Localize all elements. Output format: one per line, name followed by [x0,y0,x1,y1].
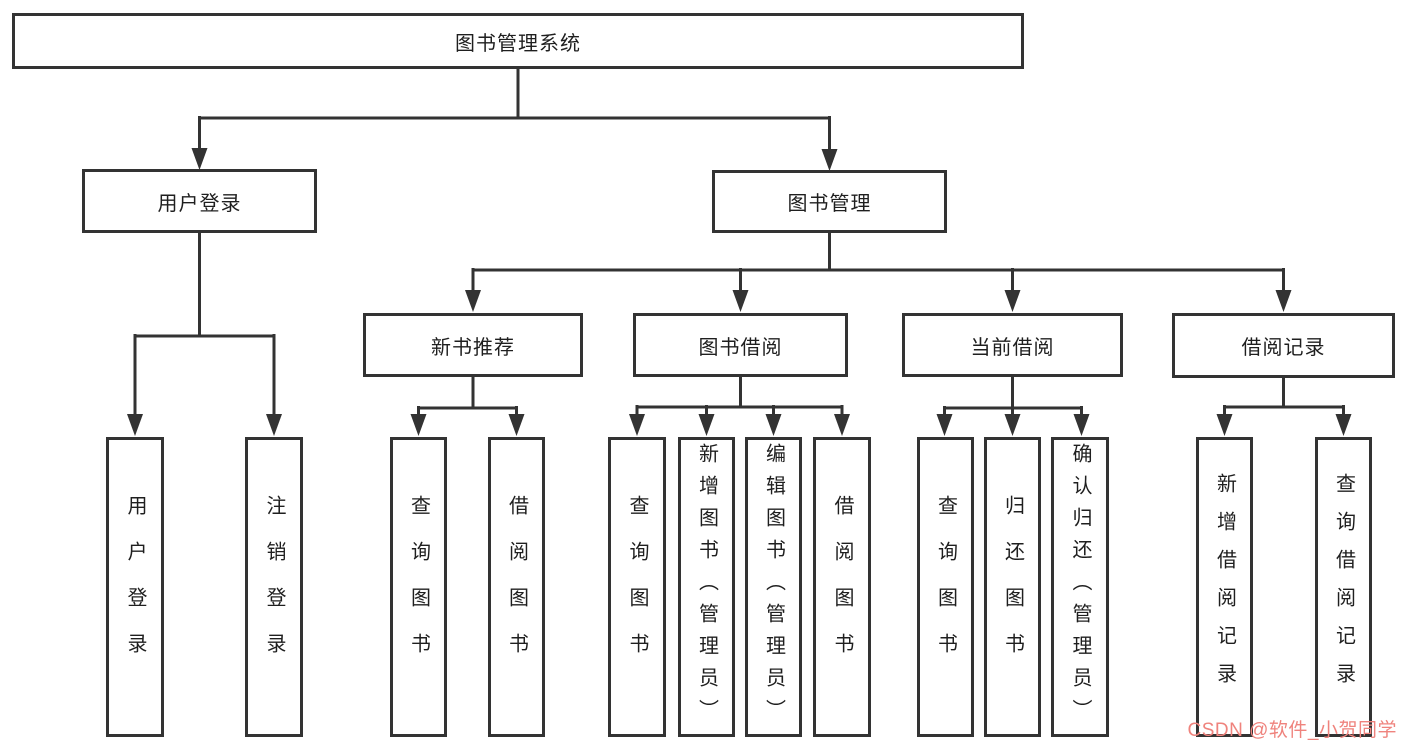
node-new-book-recommend: 新书推荐 [363,313,583,377]
node-label: 用户登录 [124,495,146,679]
node-add-book-admin: 新增图书（管理员） [678,437,735,737]
node-label: 借阅图书 [831,495,853,679]
arrow-heads [127,148,1352,436]
csdn-watermark: CSDN @软件_小贺同学 [1187,720,1397,741]
node-edit-book-admin: 编辑图书（管理员） [745,437,802,737]
connector-stroke-paths [133,68,1345,418]
node-query-books-recommend: 查询图书 [390,437,447,737]
node-root-label: 图书管理系统 [455,32,581,55]
node-borrow-books-leaf: 借阅图书 [813,437,871,737]
node-label: 查询借阅记录 [1332,473,1355,701]
node-book-borrowing: 图书借阅 [633,313,848,377]
node-confirm-return-admin: 确认归还（管理员） [1051,437,1109,737]
node-label: 查询图书 [407,495,430,679]
node-current-borrowing: 当前借阅 [902,313,1123,377]
node-label: 确认归还（管理员） [1069,443,1091,731]
node-label: 注销登录 [263,495,285,679]
node-query-books-current: 查询图书 [917,437,974,737]
node-label: 用户登录 [157,192,242,215]
node-label: 当前借阅 [970,336,1055,359]
node-logout-leaf: 注销登录 [245,437,303,737]
node-return-books: 归还图书 [984,437,1041,737]
node-label: 归还图书 [1001,495,1024,679]
node-user-login-branch: 用户登录 [82,169,317,233]
node-label: 借阅图书 [505,495,528,679]
node-label: 新增借阅记录 [1213,473,1236,701]
node-borrowing-records: 借阅记录 [1172,313,1395,378]
node-label: 图书借阅 [698,336,783,359]
node-user-login-leaf: 用户登录 [106,437,164,737]
node-add-borrow-record: 新增借阅记录 [1196,437,1253,737]
node-label: 图书管理 [787,193,872,215]
node-label: 查询图书 [934,495,957,679]
node-label: 新增图书（管理员） [695,443,718,731]
node-query-books-borrowing: 查询图书 [608,437,666,737]
node-book-management-branch: 图书管理 [712,170,947,233]
node-root-library-system: 图书管理系统 [12,13,1024,69]
node-label: 查询图书 [626,495,648,679]
node-borrow-books-recommend: 借阅图书 [488,437,545,737]
node-label: 借阅记录 [1241,337,1326,359]
node-query-borrow-record: 查询借阅记录 [1315,437,1372,737]
node-label: 编辑图书（管理员） [762,443,785,731]
node-label: 新书推荐 [431,336,515,359]
